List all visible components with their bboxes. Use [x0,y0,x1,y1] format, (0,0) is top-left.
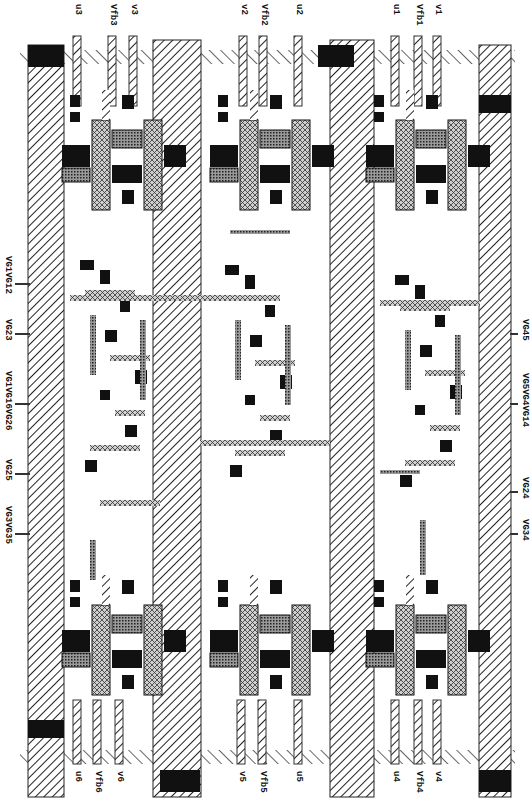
signal-label: v1 [433,3,443,16]
signal-label: VG45 [520,318,530,342]
signal-label: v3 [129,3,139,16]
signal-label: u2 [294,3,304,16]
signal-label: VG34 [520,518,530,542]
signal-label: Vfb5 [258,770,268,794]
signal-label: v2 [239,3,249,16]
signal-label: u6 [73,770,83,783]
signal-label: v4 [433,770,443,783]
signal-label: VG23 [3,318,13,342]
signal-label: VG5VG4VG14 [520,372,530,428]
signal-label: u4 [391,770,401,783]
signal-label: u5 [294,770,304,783]
signal-label: u3 [73,3,83,16]
signal-label: u1 [391,3,401,16]
signal-label: Vfb6 [93,770,103,794]
signal-label: VG25 [3,458,13,482]
signal-label: Vfb2 [259,3,269,27]
signal-label: VG3VG35 [3,505,13,545]
signal-label: Vfb3 [108,3,118,27]
signal-label: v5 [237,770,247,783]
signal-label: Vfb4 [414,770,424,794]
signal-label: v6 [115,770,125,783]
signal-label: VG24 [520,476,530,500]
signal-label: Vfb1 [414,3,424,27]
signal-label: VG1VG12 [3,255,13,295]
signal-label: VG1VG16VG26 [3,370,13,431]
